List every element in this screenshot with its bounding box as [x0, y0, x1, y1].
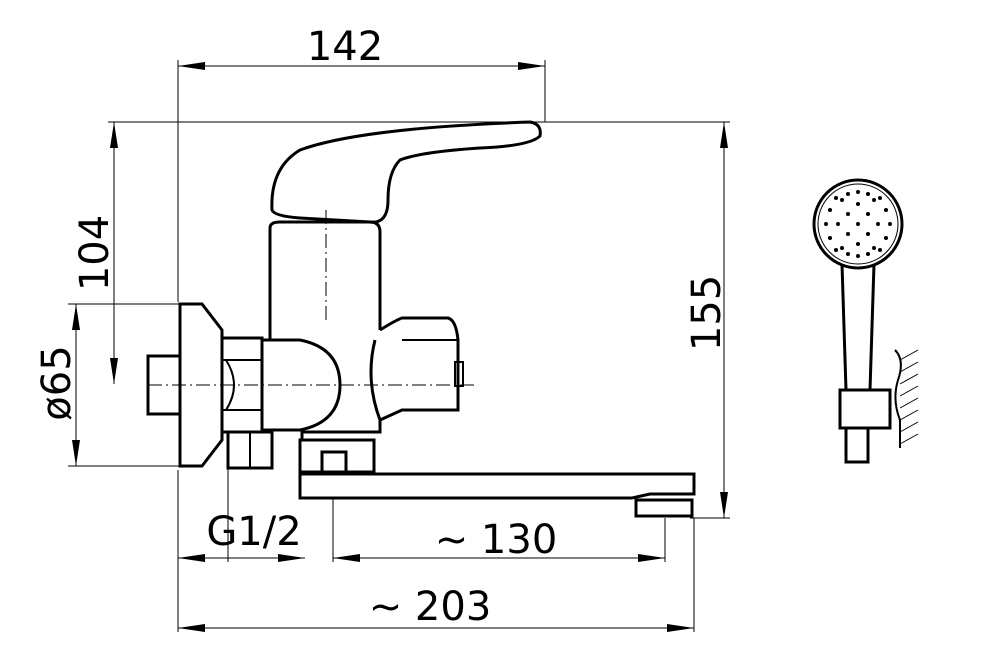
hand-shower [812, 178, 919, 464]
dim-spout-length: ~ 130 [435, 517, 558, 563]
dim-total-length: ~ 203 [369, 584, 492, 630]
spray-holes [824, 190, 892, 258]
dim-diameter: ø65 [34, 345, 80, 420]
dim-total-height: 155 [684, 275, 730, 351]
dim-thread: G1/2 [206, 509, 301, 555]
dim-top-width: 142 [307, 24, 383, 70]
faucet-body [146, 120, 696, 518]
dimension-lines [68, 60, 730, 632]
dim-handle-height: 104 [72, 215, 118, 291]
